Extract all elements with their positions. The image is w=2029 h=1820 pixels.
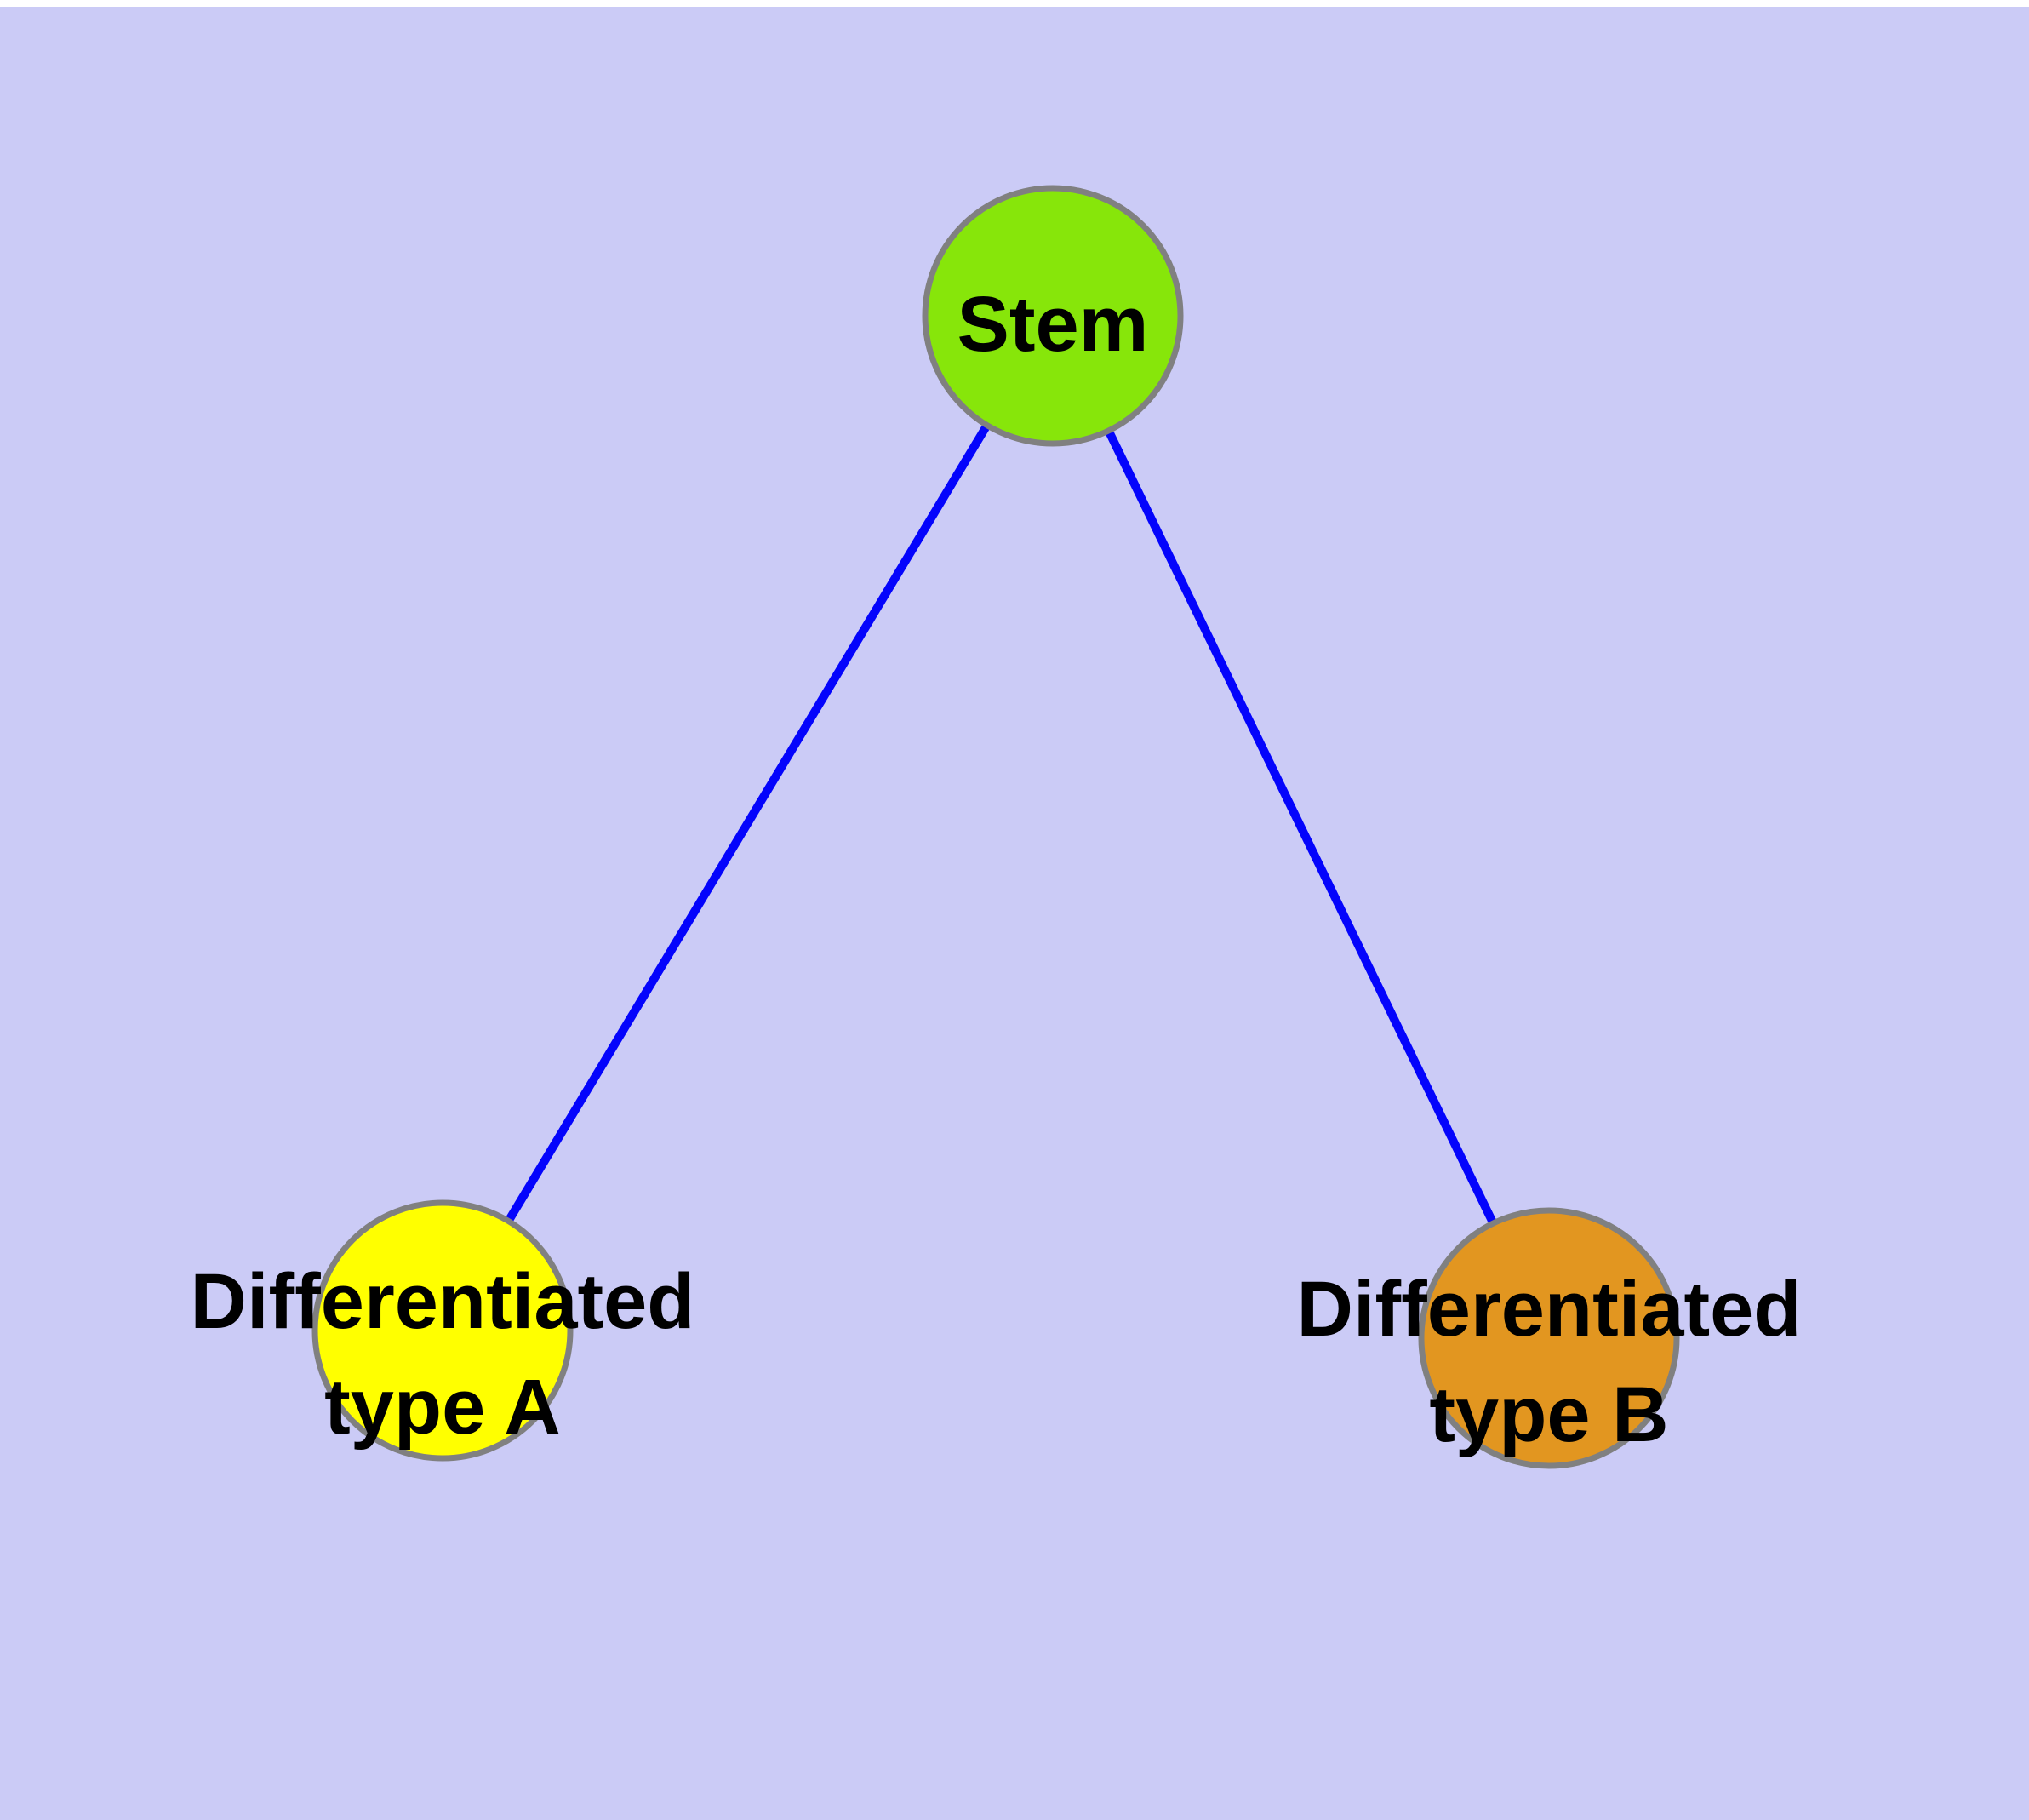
node-type-b — [1418, 1207, 1680, 1469]
edge-stem-type-a — [438, 313, 1057, 1333]
node-stem — [922, 185, 1184, 447]
edge-stem-type-b — [1049, 313, 1553, 1341]
node-type-a — [311, 1199, 574, 1462]
